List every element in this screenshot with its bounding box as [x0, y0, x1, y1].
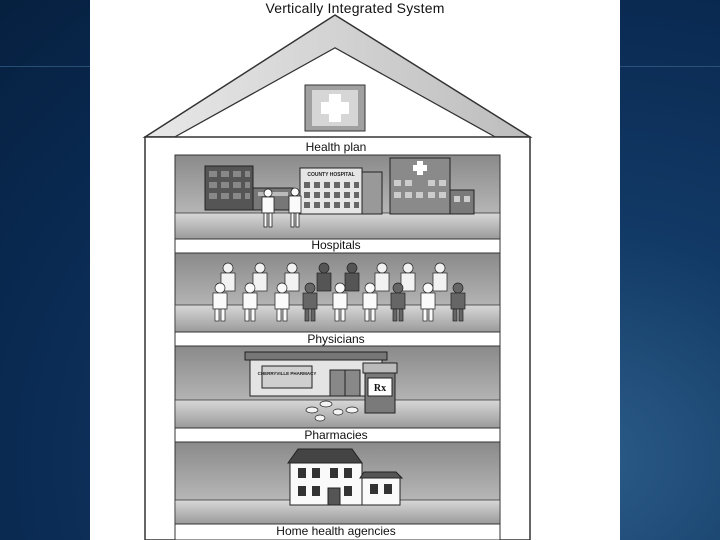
label-home-health-agencies: Home health agencies [176, 524, 496, 538]
label-pharmacies: Pharmacies [176, 428, 496, 442]
rx-bottle-icon: Rx [363, 363, 397, 413]
county-hospital-sign: COUNTY HOSPITAL [307, 172, 354, 178]
county-hospital-building-icon: COUNTY HOSPITAL [300, 168, 382, 214]
slide: Vertically Integrated System [90, 0, 620, 540]
floor-pharmacies: CHERRYVILLE PHARMACY Rx [175, 346, 500, 428]
label-hospitals: Hospitals [176, 238, 496, 252]
floor-home-health [175, 442, 500, 524]
floor-physicians [175, 253, 500, 332]
label-health-plan: Health plan [176, 140, 496, 154]
label-physicians: Physicians [176, 332, 496, 346]
floor-hospitals: COUNTY HOSPITAL [175, 155, 500, 239]
roof [145, 15, 530, 137]
house-diagram: COUNTY HOSPITAL [90, 0, 620, 540]
health-plan-cross-icon [305, 85, 365, 131]
pharmacy-sign: CHERRYVILLE PHARMACY [258, 371, 317, 376]
rx-label: Rx [374, 383, 386, 394]
